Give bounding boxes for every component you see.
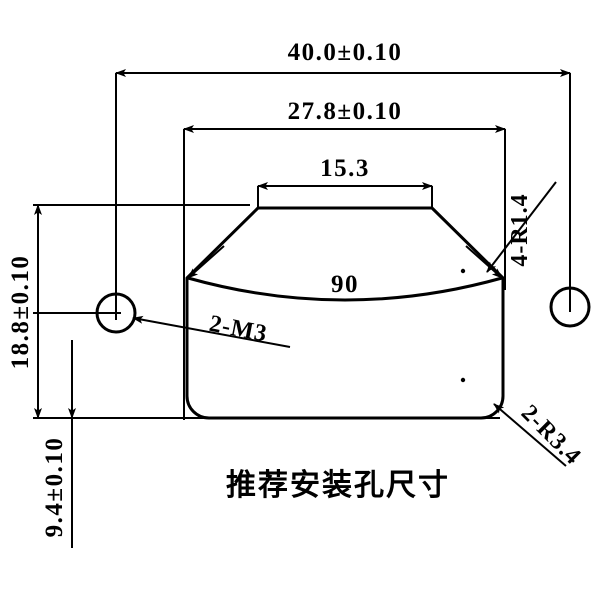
leader-line-2-r34	[493, 403, 567, 467]
concave-arc-path	[186, 276, 504, 302]
leader-line-4-r14	[486, 181, 557, 273]
label-thread-holes: 2-M3	[207, 311, 270, 348]
holes-group	[86, 268, 591, 383]
dimension-lines-group	[34, 69, 571, 548]
part-outline-path	[185, 206, 505, 420]
callout-text-group: 2-M3 4-R1.4 2-R3.4	[207, 193, 586, 470]
label-lower-height: 9.4±0.10	[41, 437, 68, 538]
leader-lines-group	[132, 181, 567, 467]
label-arc-angle: 90	[331, 271, 359, 298]
label-inner-width: 27.8±0.10	[288, 98, 403, 125]
part-outline-group	[185, 206, 505, 420]
center-mark-upper	[460, 268, 466, 274]
dimension-text-group: 40.0±0.10 27.8±0.10 15.3 18.8±0.10 9.4±0…	[7, 39, 403, 538]
center-mark-lower	[460, 377, 466, 383]
label-corner-radius-top: 4-R1.4	[507, 193, 533, 266]
label-upper-height: 18.8±0.10	[7, 255, 34, 370]
drawing-caption: 推荐安装孔尺寸	[226, 469, 450, 502]
leader-line-2-m3	[132, 315, 291, 348]
label-overall-width: 40.0±0.10	[288, 39, 403, 66]
leader-arc-right	[465, 245, 503, 279]
extension-lines-group	[33, 73, 571, 420]
label-top-flat-width: 15.3	[320, 155, 370, 182]
leader-arc-left	[187, 245, 225, 279]
label-corner-radius-bottom: 2-R3.4	[516, 400, 586, 470]
